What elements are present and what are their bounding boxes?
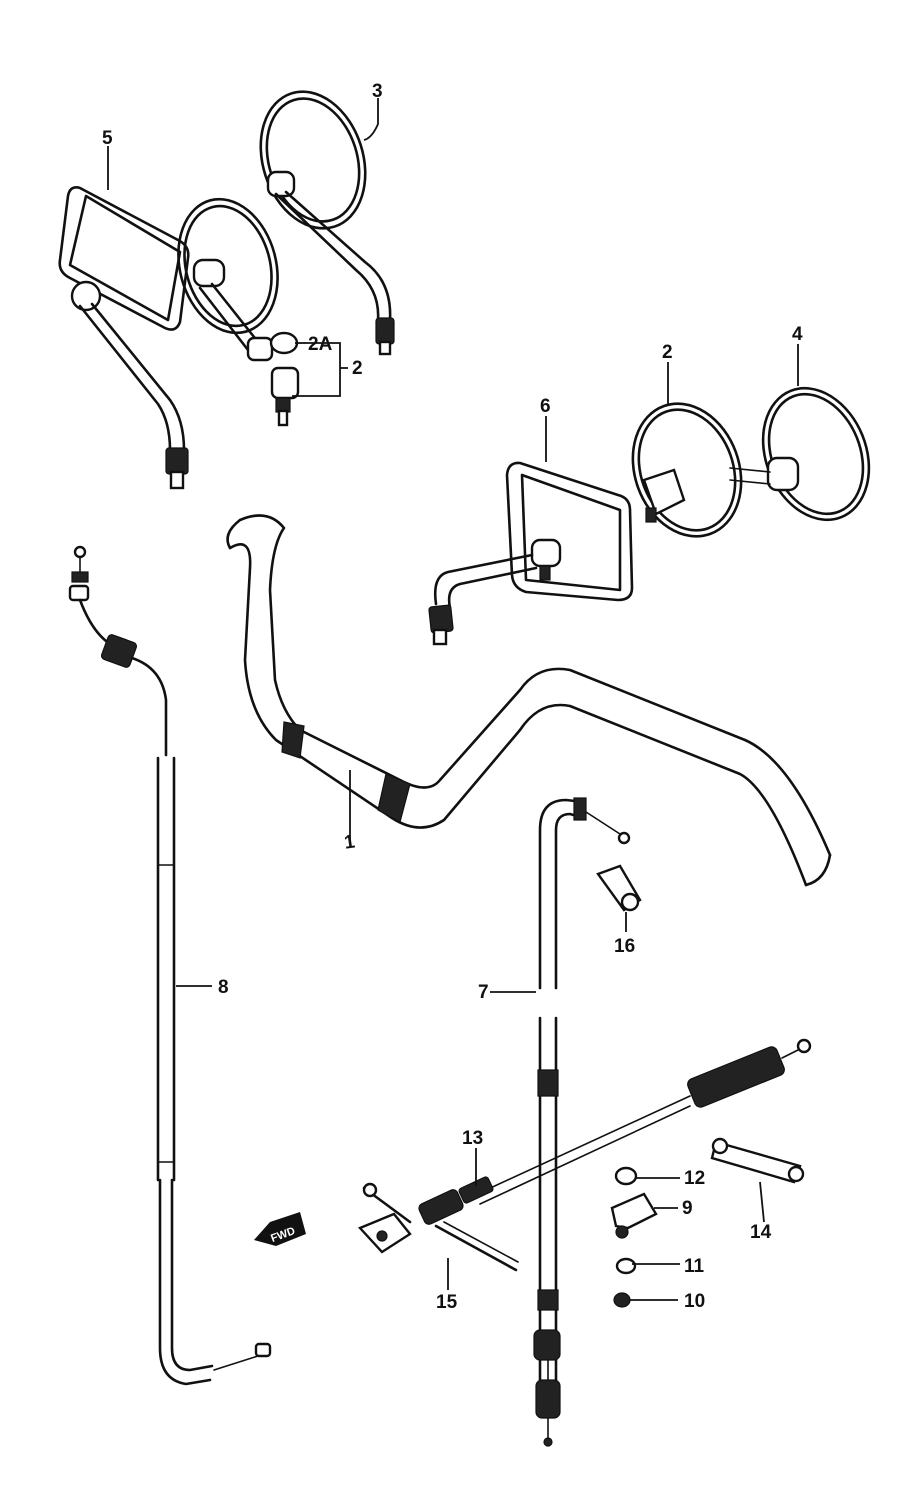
callout-9: 9 bbox=[682, 1198, 693, 1219]
callout-4: 4 bbox=[792, 324, 803, 345]
callout-6: 6 bbox=[540, 396, 551, 417]
handlebar-1 bbox=[226, 514, 832, 887]
grip-16 bbox=[596, 864, 642, 912]
bracket-14 bbox=[710, 1137, 805, 1184]
cable-7 bbox=[533, 797, 631, 1447]
callout-2-left: 2 bbox=[352, 358, 363, 379]
callout-2-right: 2 bbox=[662, 342, 673, 363]
mirror-4 bbox=[729, 386, 871, 522]
mirror-6 bbox=[428, 461, 634, 646]
callout-10: 10 bbox=[684, 1291, 705, 1312]
callout-1: 1 bbox=[343, 831, 357, 853]
mirror-2-right bbox=[631, 402, 743, 538]
callout-5: 5 bbox=[102, 128, 113, 149]
callout-12: 12 bbox=[684, 1168, 705, 1189]
callout-3: 3 bbox=[372, 81, 383, 102]
callout-13: 13 bbox=[462, 1128, 483, 1149]
mirror-3 bbox=[259, 90, 395, 356]
cable-13 bbox=[357, 1038, 812, 1254]
mirror-5 bbox=[58, 186, 190, 490]
fasteners bbox=[610, 1166, 658, 1308]
callout-8: 8 bbox=[218, 977, 229, 998]
front-arrow: FWD bbox=[254, 1212, 306, 1246]
callout-15: 15 bbox=[436, 1292, 458, 1313]
leader-lines bbox=[107, 98, 799, 1301]
callout-2a: 2A bbox=[308, 334, 333, 355]
cable-8 bbox=[68, 545, 272, 1386]
callout-7: 7 bbox=[478, 982, 489, 1003]
callout-14: 14 bbox=[750, 1222, 772, 1243]
adjuster-15 bbox=[434, 1221, 519, 1272]
mirror-2-left bbox=[177, 197, 300, 427]
callout-11: 11 bbox=[684, 1256, 705, 1277]
callout-16: 16 bbox=[614, 936, 635, 957]
callouts: 3 5 2A 2 6 2 4 1 16 8 7 13 12 9 11 10 14… bbox=[102, 81, 803, 1313]
